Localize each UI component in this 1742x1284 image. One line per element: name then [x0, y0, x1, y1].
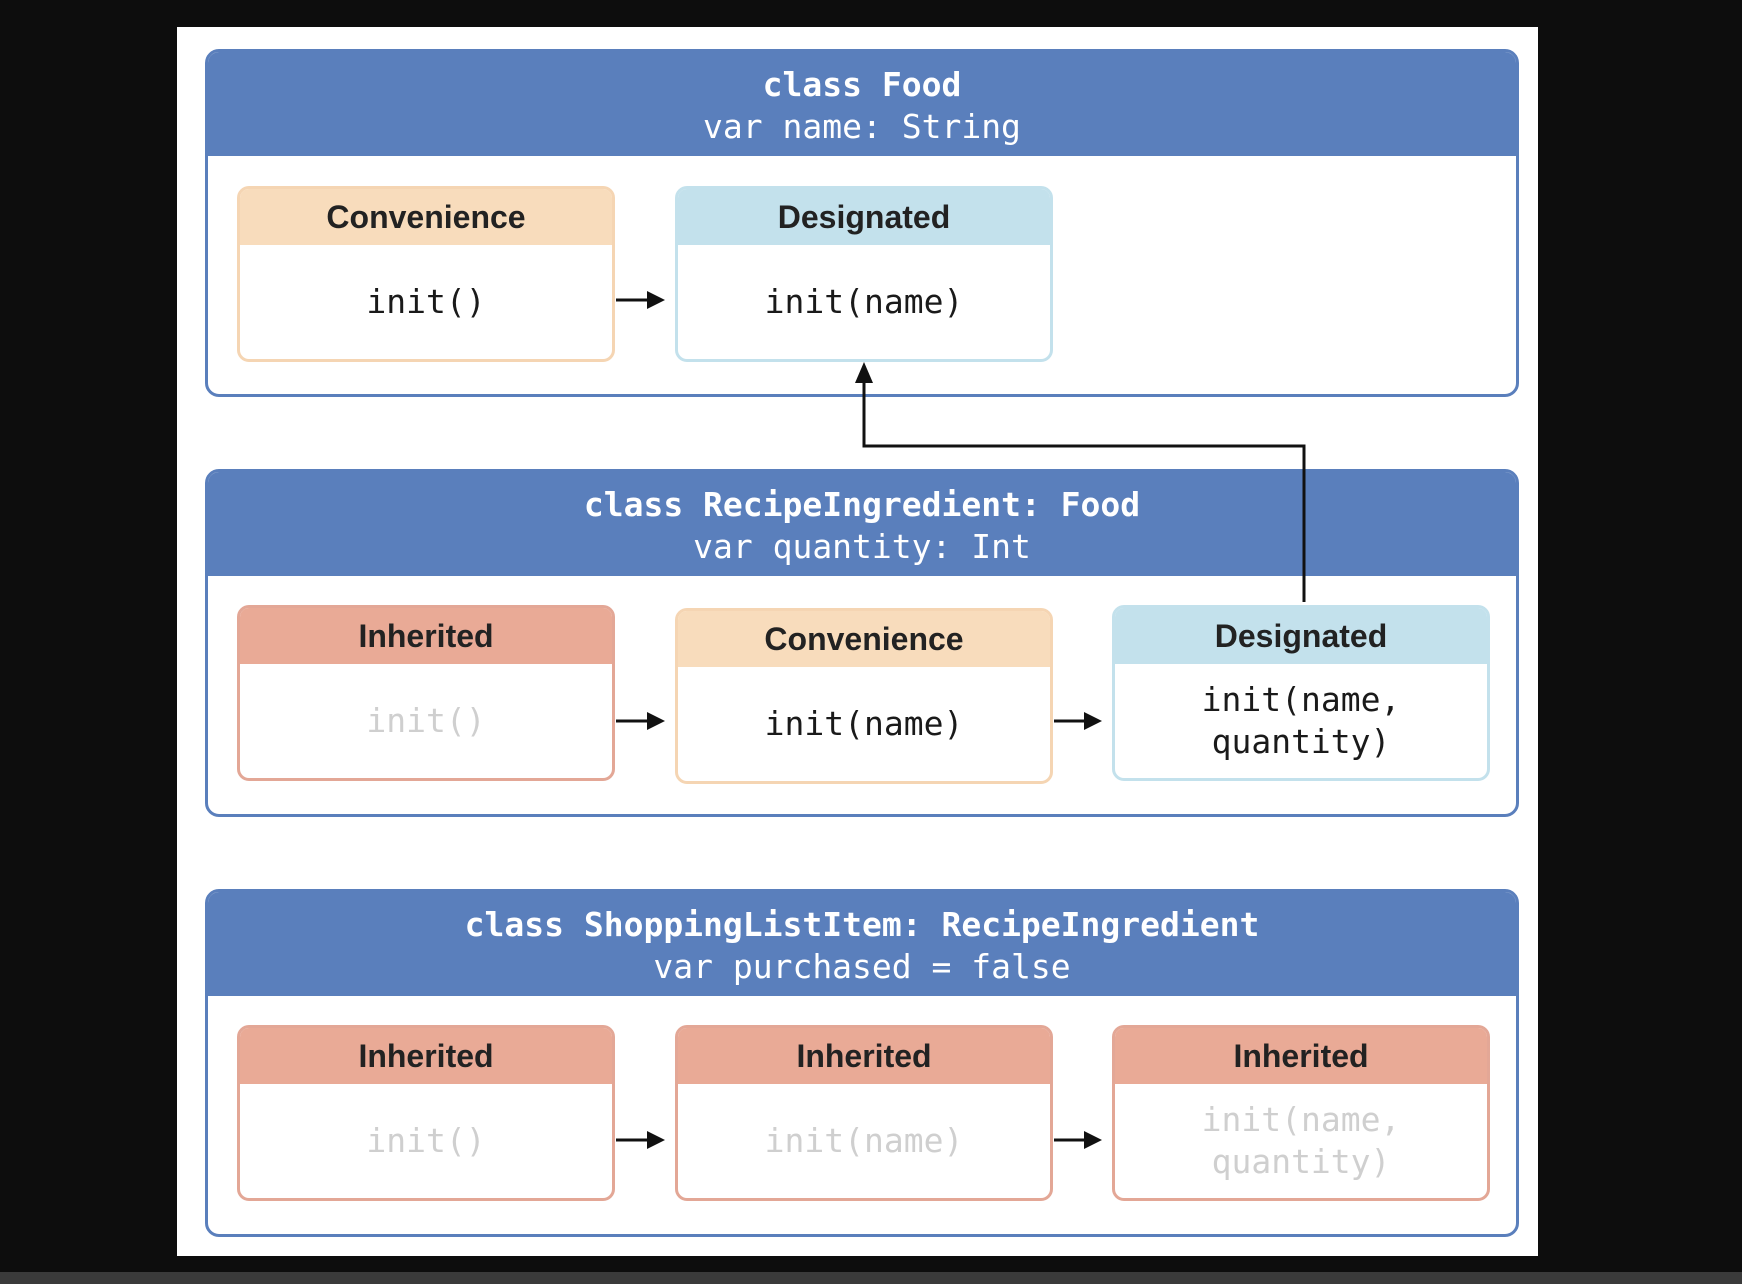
class-header: class ShoppingListItem: RecipeIngredient…: [208, 892, 1516, 996]
bottom-bar: [0, 1272, 1742, 1284]
delegation-arrow: [1084, 1131, 1102, 1149]
initializer-signature: init(name, quantity): [1201, 680, 1401, 761]
initializer-kind: Designated: [1115, 608, 1487, 664]
initializer-signature: init(name, quantity): [1201, 1100, 1401, 1181]
arrows-layer: [616, 291, 1306, 1149]
class-box-recipe-ingredient: class RecipeIngredient: Food var quantit…: [205, 469, 1519, 817]
delegation-arrow: [647, 1131, 665, 1149]
initializer-box: Convenience init(name): [675, 608, 1053, 784]
diagram-canvas: class Food var name: String Convenience …: [177, 27, 1538, 1256]
initializer-kind: Designated: [678, 189, 1050, 245]
initializer-signature: init(name): [764, 704, 964, 743]
initializer-box: Inherited init(name, quantity): [1112, 1025, 1490, 1201]
initializer-box: Inherited init(name): [675, 1025, 1053, 1201]
delegation-arrow: [647, 712, 665, 730]
initializer-kind: Convenience: [240, 189, 612, 245]
initializer-kind: Inherited: [240, 608, 612, 664]
initializer-signature: init(): [366, 701, 486, 740]
super-delegation-arrow: [862, 377, 1306, 602]
super-delegation-arrow: [855, 362, 873, 383]
class-header: class Food var name: String: [208, 52, 1516, 156]
initializer-box: Inherited init(): [237, 1025, 615, 1201]
class-property: var quantity: Int: [693, 527, 1031, 566]
class-box-food: class Food var name: String Convenience …: [205, 49, 1519, 397]
initializer-box: Designated init(name): [675, 186, 1053, 362]
initializer-kind: Inherited: [240, 1028, 612, 1084]
class-header: class RecipeIngredient: Food var quantit…: [208, 472, 1516, 576]
initializer-kind: Inherited: [1115, 1028, 1487, 1084]
delegation-arrow: [647, 291, 665, 309]
initializer-kind: Convenience: [678, 611, 1050, 667]
initializer-box: Convenience init(): [237, 186, 615, 362]
class-property: var purchased = false: [653, 947, 1071, 986]
initializer-box: Designated init(name, quantity): [1112, 605, 1490, 781]
class-declaration: class Food: [762, 65, 962, 104]
class-declaration: class RecipeIngredient: Food: [583, 485, 1141, 524]
class-declaration: class ShoppingListItem: RecipeIngredient: [464, 905, 1260, 944]
class-property: var name: String: [703, 107, 1021, 146]
delegation-arrow: [1084, 712, 1102, 730]
initializer-signature: init(name): [764, 1121, 964, 1160]
initializer-signature: init(): [366, 1121, 486, 1160]
class-box-shopping-list-item: class ShoppingListItem: RecipeIngredient…: [205, 889, 1519, 1237]
initializer-signature: init(name): [764, 282, 964, 321]
initializer-kind: Inherited: [678, 1028, 1050, 1084]
initializer-box: Inherited init(): [237, 605, 615, 781]
initializer-signature: init(): [366, 282, 486, 321]
